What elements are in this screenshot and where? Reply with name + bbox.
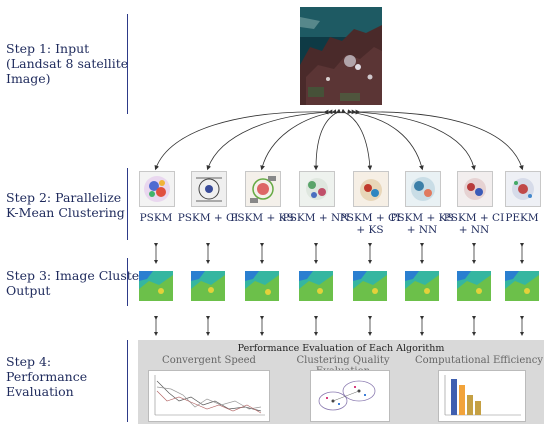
step-3-line-2: Output bbox=[6, 283, 51, 298]
algorithm-thumbnail-pskm bbox=[139, 171, 175, 207]
algorithm-thumbnail-pskm-ks bbox=[245, 171, 281, 207]
step-1-label: Step 1: Input (Landsat 8 satellite Image… bbox=[6, 41, 128, 86]
algorithm-label-pskm-ks: PSKM + KS bbox=[230, 212, 294, 224]
cluster-output-pskm-ci bbox=[191, 271, 225, 301]
step-2-label: Step 2: Parallelize K-Mean Clustering bbox=[6, 190, 125, 220]
cluster-output-pskm-ks-nn bbox=[405, 271, 439, 301]
step-1-line-2: (Landsat 8 satellite bbox=[6, 56, 129, 71]
algorithm-label-pskm-ci-ks: PSKM + CI + KS bbox=[339, 212, 401, 236]
algorithm-thumbnail-pekm bbox=[505, 171, 541, 207]
step-1-line-3: Image) bbox=[6, 71, 51, 86]
step-3-bracket bbox=[127, 258, 128, 306]
algorithm-label-pekm: PEKM bbox=[505, 212, 539, 224]
step-1-line-1: Step 1: Input bbox=[6, 41, 90, 56]
algorithm-label-pskm-ci: PSKM + CI bbox=[177, 212, 239, 224]
step-2-line-1: Step 2: Parallelize bbox=[6, 190, 122, 205]
step-4-label: Step 4: Performance Evaluation bbox=[6, 354, 87, 399]
algorithm-thumbnail-pskm-ci-nn bbox=[457, 171, 493, 207]
algorithm-thumbnail-pskm-ci-ks bbox=[353, 171, 389, 207]
arrow-to-pskm-ks bbox=[260, 109, 337, 171]
cluster-output-arrows bbox=[154, 243, 524, 264]
algorithm-label-pskm-ks-nn: PSKM + KS + NN bbox=[390, 212, 454, 236]
cluster-output-pskm-nn bbox=[299, 271, 333, 301]
step-4-line-2: Performance bbox=[6, 369, 88, 384]
cluster-output-pskm-ci-nn bbox=[457, 271, 491, 301]
algorithm-thumbnail-pskm-ks-nn bbox=[405, 171, 441, 207]
satellite-image bbox=[300, 7, 382, 105]
step-1-bracket bbox=[127, 14, 128, 114]
clustering-quality-plot bbox=[310, 370, 390, 422]
algorithm-label-pskm-nn: PSKM + NN bbox=[282, 212, 350, 224]
arrow-to-pskm-ci-nn bbox=[351, 109, 476, 171]
arrow-to-pskm-nn bbox=[313, 108, 342, 171]
algorithm-label-pskm-ci-nn: PSKM + CI + NN bbox=[443, 212, 505, 236]
evaluation-arrows bbox=[154, 316, 524, 336]
cluster-output-pskm-ks bbox=[245, 271, 279, 301]
arrow-to-pskm-ci bbox=[206, 109, 333, 171]
step-4-bracket bbox=[127, 340, 128, 422]
step-3-line-1: Step 3: Image Cluster bbox=[6, 268, 146, 283]
convergent-speed-plot bbox=[148, 370, 270, 422]
arrow-to-pekm bbox=[355, 109, 524, 171]
step-3-label: Step 3: Image Cluster Output bbox=[6, 268, 145, 298]
step-4-line-1: Step 4: bbox=[6, 354, 52, 369]
step-2-line-2: K-Mean Clustering bbox=[6, 205, 125, 220]
algorithm-thumbnail-pskm-nn bbox=[299, 171, 335, 207]
computational-efficiency-plot bbox=[438, 370, 526, 422]
step-4-line-3: Evaluation bbox=[6, 384, 74, 399]
arrow-to-pskm-ci-ks bbox=[340, 108, 373, 171]
evaluation-title: Performance Evaluation of Each Algorithm bbox=[237, 343, 445, 354]
algorithm-thumbnail-pskm-ci bbox=[191, 171, 227, 207]
cluster-output-pskm-ci-ks bbox=[353, 271, 387, 301]
arrow-to-pskm bbox=[154, 109, 329, 171]
cluster-output-pekm bbox=[505, 271, 539, 301]
computational-efficiency-title: Computational Efficiency bbox=[414, 355, 543, 366]
convergent-speed-title: Convergent Speed bbox=[162, 355, 256, 366]
evaluation-panel: Performance Evaluation of Each Algorithm… bbox=[138, 340, 544, 424]
step-2-bracket bbox=[127, 168, 128, 240]
cluster-output-pskm bbox=[139, 271, 173, 301]
algorithm-label-pskm: PSKM bbox=[139, 212, 173, 224]
